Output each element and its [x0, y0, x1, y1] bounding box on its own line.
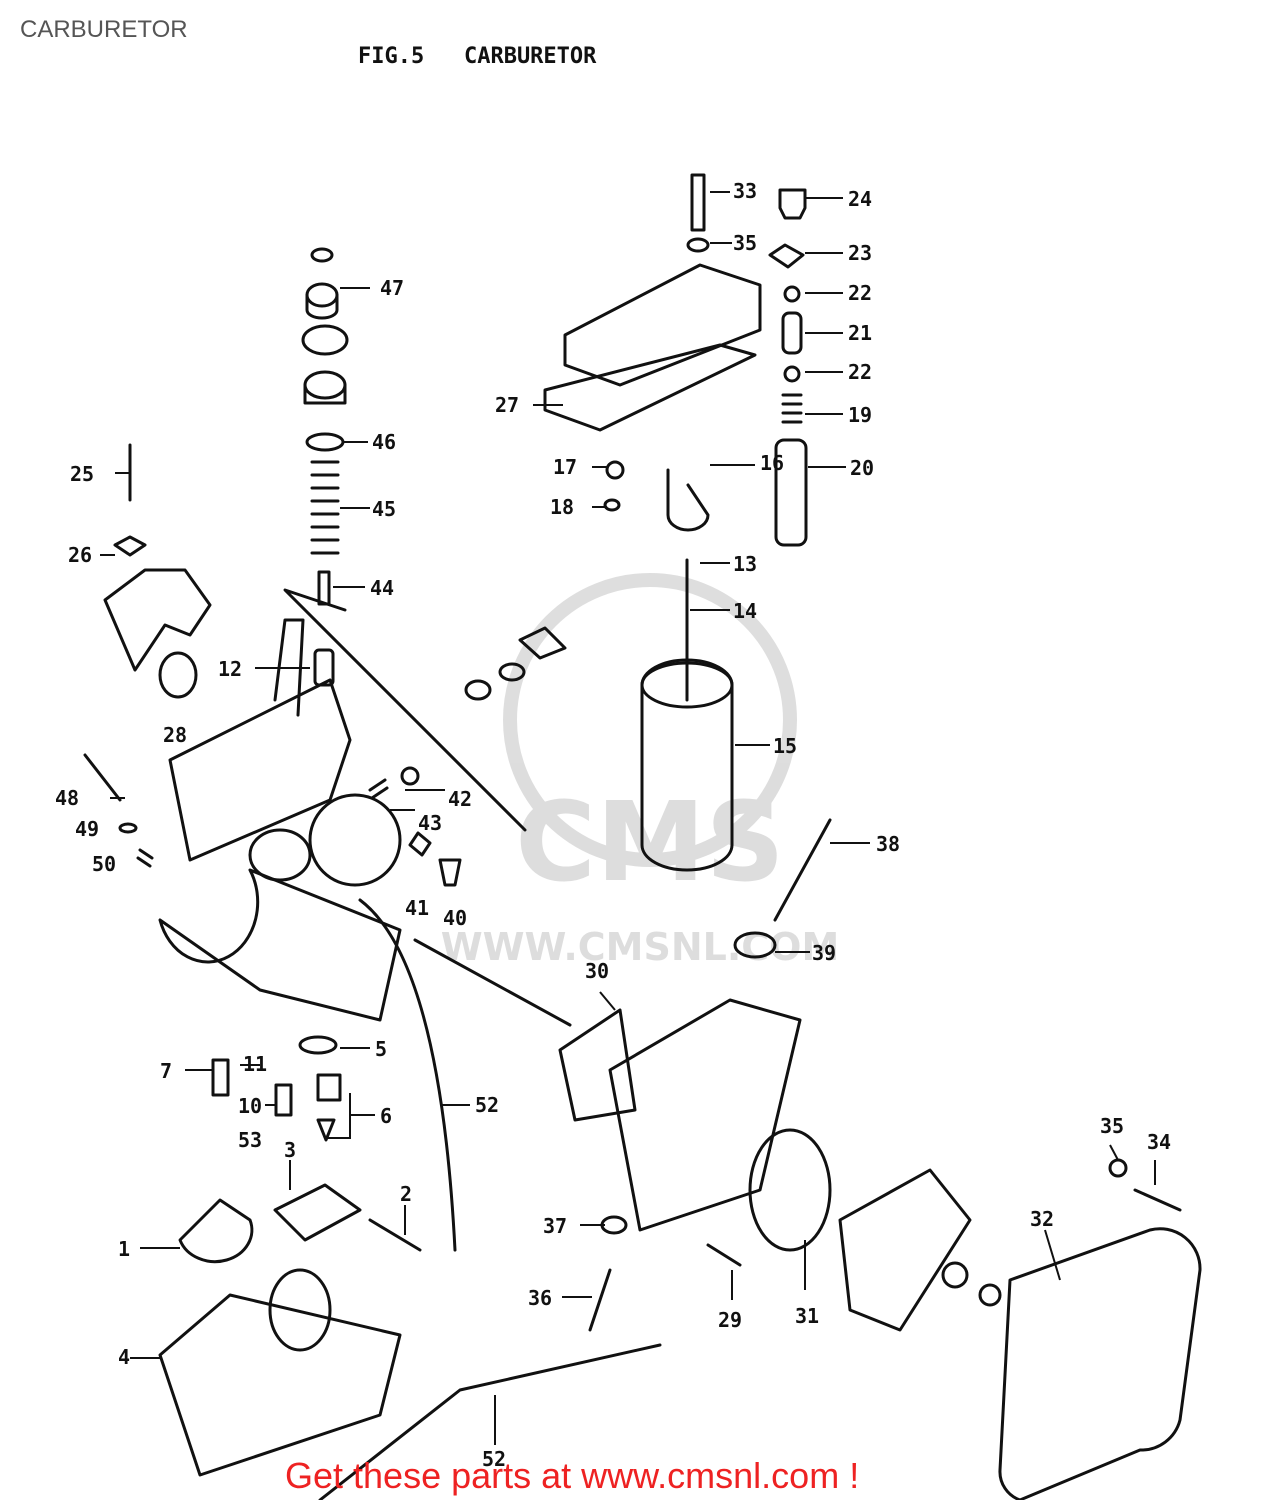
callout-20: 20 [850, 456, 874, 480]
callout-50: 50 [92, 852, 116, 876]
page-title: CARBURETOR [20, 16, 188, 43]
callout-23: 23 [848, 241, 872, 265]
callout-53: 53 [238, 1128, 262, 1152]
callout-15: 15 [773, 734, 797, 758]
callout-19: 19 [848, 403, 872, 427]
leader-lines [100, 191, 1156, 1445]
part-throttle-valve-stack [301, 247, 349, 687]
callout-42: 42 [448, 787, 472, 811]
callout-46: 46 [372, 430, 396, 454]
callout-37: 37 [543, 1214, 567, 1238]
svg-text:CMS: CMS [515, 778, 784, 906]
callout-39: 39 [812, 941, 836, 965]
watermark-url: WWW.CMSNL.COM [441, 925, 840, 969]
callout-31: 31 [795, 1304, 819, 1328]
callout-25: 25 [70, 462, 94, 486]
callout-52: 52 [475, 1093, 499, 1117]
part-hoses [318, 898, 662, 1500]
parts-link-banner[interactable]: Get these parts at www.cmsnl.com ! [285, 1455, 860, 1496]
callout-4: 4 [118, 1345, 130, 1369]
callout-10: 10 [238, 1094, 262, 1118]
callout-32: 32 [1030, 1207, 1054, 1231]
callout-41: 41 [405, 896, 429, 920]
callout-45: 45 [372, 497, 396, 521]
callout-22: 22 [848, 360, 872, 384]
callout-24: 24 [848, 187, 872, 211]
callout-7: 7 [160, 1059, 172, 1083]
callout-16: 16 [760, 451, 784, 475]
callout-17: 17 [553, 455, 577, 479]
part-carb-body [103, 568, 527, 1022]
callout-12: 12 [218, 657, 242, 681]
callout-26: 26 [68, 543, 92, 567]
callout-49: 49 [75, 817, 99, 841]
part-screws-misc [83, 443, 832, 1332]
callout-47: 47 [380, 276, 404, 300]
callout-13: 13 [733, 552, 757, 576]
callout-5: 5 [375, 1037, 387, 1061]
callout-33: 33 [733, 179, 757, 203]
part-throttle-stop [686, 173, 808, 547]
callout-22: 22 [848, 281, 872, 305]
callout-29: 29 [718, 1308, 742, 1332]
callout-11: 11 [243, 1052, 267, 1076]
callout-38: 38 [876, 832, 900, 856]
callout-28: 28 [163, 723, 187, 747]
callout-6: 6 [380, 1104, 392, 1128]
callout-34: 34 [1147, 1130, 1171, 1154]
callout-52: 52 [482, 1447, 506, 1471]
callout-30: 30 [585, 959, 609, 983]
callout-21: 21 [848, 321, 872, 345]
part-starter-housing [558, 998, 1002, 1332]
callout-1: 1 [118, 1237, 130, 1261]
part-number-labels: 33 35 24 23 22 21 22 19 20 47 46 45 44 2… [55, 179, 1171, 1471]
callout-18: 18 [550, 495, 574, 519]
figure-title: FIG.5 CARBURETOR [358, 44, 597, 69]
callout-27: 27 [495, 393, 519, 417]
callout-35: 35 [733, 231, 757, 255]
part-needle-and-slide [603, 460, 734, 872]
callout-2: 2 [400, 1182, 412, 1206]
callout-48: 48 [55, 786, 79, 810]
callout-44: 44 [370, 576, 394, 600]
part-jets-and-float [158, 1035, 422, 1477]
callout-43: 43 [418, 811, 442, 835]
callout-3: 3 [284, 1138, 296, 1162]
callout-36: 36 [528, 1286, 552, 1310]
callout-14: 14 [733, 599, 757, 623]
callout-40: 40 [443, 906, 467, 930]
part-top-cap [543, 263, 762, 432]
callout-35: 35 [1100, 1114, 1124, 1138]
